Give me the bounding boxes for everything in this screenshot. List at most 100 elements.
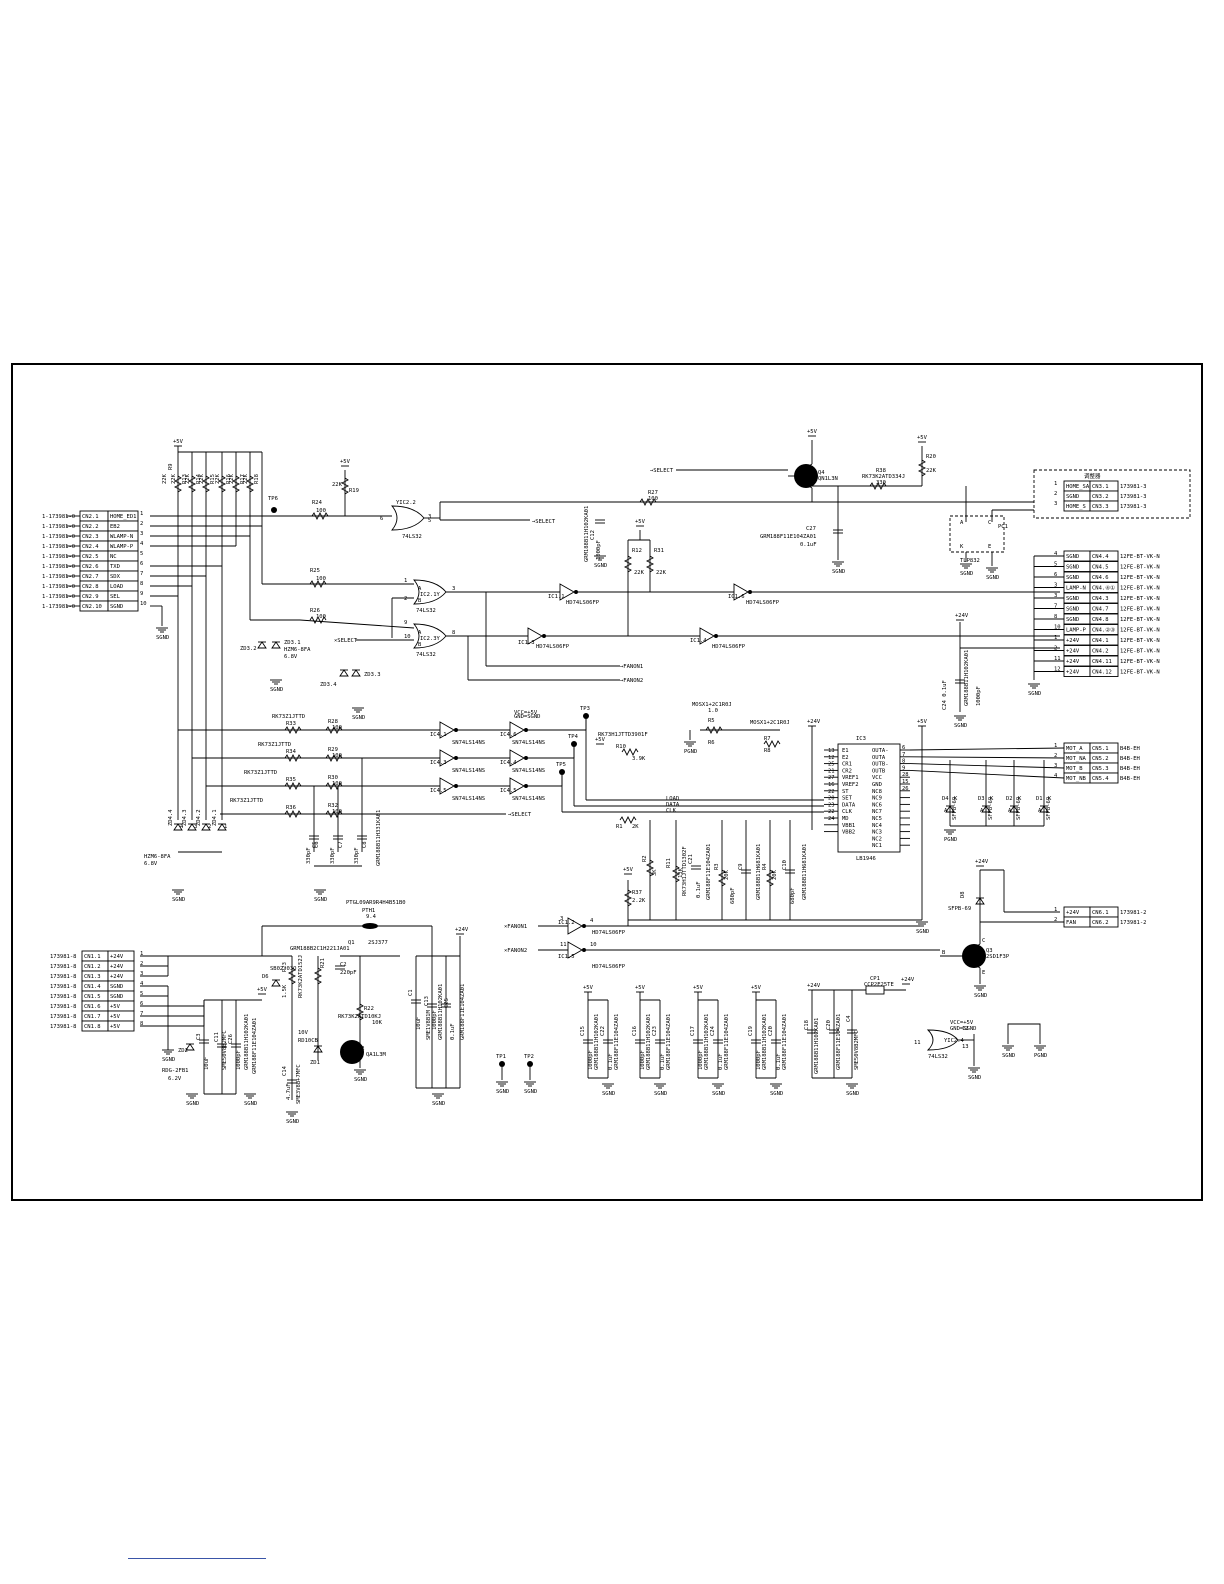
cn4-pin-cell [1089, 655, 1119, 667]
resistor-symbol [201, 475, 211, 493]
cap-ref: C19 [748, 1026, 754, 1036]
label: →FANON1 [620, 664, 643, 670]
q1-part: 2SJ377 [368, 940, 388, 946]
zd1-part: RD10CB [298, 1038, 319, 1044]
ground-label: SGND [986, 575, 999, 581]
zd-ref: ZD4.4 [168, 809, 174, 826]
label: YIC2.4 [944, 1038, 965, 1044]
ic3-pin-right: NC8 [872, 789, 882, 795]
label: 6.8V [144, 861, 158, 867]
label: K [960, 544, 964, 550]
label: 74LS32 [416, 652, 436, 658]
resistor-ref: R36 [286, 805, 296, 811]
resistor-symbol [284, 725, 302, 735]
cn2-pin-label: CN2.5 [82, 554, 99, 560]
label: ZD3.3 [364, 672, 381, 678]
cn4-signal-label: +24V [1066, 670, 1080, 676]
cn5-part-label: B4B-EH [1120, 756, 1140, 762]
label: 100 [316, 508, 326, 514]
ground-label: SGND [954, 723, 967, 729]
supply-label: +5V [693, 985, 704, 991]
resistor-part: RK73Z1JTTD [272, 714, 305, 720]
diode-symbol [313, 1045, 323, 1053]
tp-label: TP2 [524, 1054, 534, 1060]
ground-label: SGND [832, 569, 845, 575]
label: ZD3.1 [284, 640, 301, 646]
cn6-pin-label: CN6.1 [1092, 910, 1109, 916]
cn2-part-label: 1-173981-0 [42, 584, 75, 590]
pin-number: 9 [140, 591, 143, 597]
ic3-pin-num: 15 [902, 779, 909, 785]
power-section: PTGL09AR9R4H4B51B0PTH19.4GRM188B2C1H221J… [261, 900, 469, 1125]
pin-number: 2 [1054, 917, 1057, 923]
cn1-signal-label: SGND [110, 984, 123, 990]
ic3-pin-right: GND [872, 782, 882, 788]
cn2-pin-label: CN2.7 [82, 574, 99, 580]
motor-wire [909, 756, 1065, 759]
label: IC1.5 [558, 954, 575, 960]
c: 680pF [730, 887, 736, 904]
diode-ref: D2 [1006, 796, 1013, 802]
diode-symbol [1039, 805, 1049, 813]
cn3-part-label: 173981-3 [1120, 504, 1147, 510]
cn4-pin-cell [1089, 571, 1119, 583]
cn6-pin-label: CN6.2 [1092, 920, 1109, 926]
resistor-ref: R18 [254, 474, 260, 484]
ground-label: PGND [944, 837, 957, 843]
ground-label: PGND [684, 749, 697, 755]
resistor-part: RK73Z1JTTD [244, 770, 277, 776]
pin-number: 3 [1054, 583, 1057, 589]
label: R37 [632, 890, 642, 896]
diode-symbol [201, 823, 211, 831]
diode-symbol [981, 805, 991, 813]
cn1-part-label: 173981-8 [50, 984, 77, 990]
ic3-pin-right: OUTB [872, 768, 886, 774]
cn2-signal-label: EB2 [110, 524, 120, 530]
transistor-q3 [940, 869, 1060, 984]
ic3-pin-left: VBB1 [842, 823, 855, 829]
cap-ref: C22 [600, 1026, 606, 1036]
cn2-pin-label: CN2.6 [82, 564, 99, 570]
pin-number: 7 [1054, 604, 1057, 610]
cap-value: 330pF [354, 847, 360, 864]
inverter-bubble [454, 756, 458, 760]
q2-part: QA1L3M [366, 1052, 387, 1058]
ground-label: SGND [352, 715, 365, 721]
label: 12 [962, 1026, 969, 1032]
cap-part: GRM188B11H102KA01 [584, 506, 590, 562]
cap-part: GRM188B11H102KA01 [704, 1014, 710, 1070]
label: 2.2K [632, 898, 646, 904]
label: 22K [656, 570, 667, 576]
label: QN1L3N [818, 476, 838, 482]
cn4-signal-label: SGND [1066, 565, 1079, 571]
footer-rule [128, 1558, 266, 1559]
cn4-pin-label: CN4.④① [1092, 585, 1115, 592]
inverter-bubble [524, 756, 528, 760]
resistor-symbol [621, 747, 639, 757]
transistor-q4 [676, 440, 923, 560]
diode-symbol [351, 669, 361, 677]
cn5-pin-label: CN5.2 [1092, 756, 1109, 762]
cn2-part-label: 1-173981-0 [42, 574, 75, 580]
cn4-signal-label: +24V [1066, 659, 1080, 665]
motor-wire [909, 747, 1065, 751]
d6-ref: D6 [262, 974, 269, 980]
ground-label: SGND [960, 571, 973, 577]
cn1-part-label: 173981-8 [50, 974, 77, 980]
label: R25 [310, 568, 320, 574]
ic3-pin-num: 23 [828, 802, 835, 808]
cap-part: GRM188B11H102KA01 [762, 1014, 768, 1070]
ic3-pin-left: E2 [842, 755, 849, 761]
cn1-signal-label: +24V [110, 964, 124, 970]
label: MOSX1+2C1R0J [692, 702, 732, 708]
ic3-pin-right: NC9 [872, 796, 882, 802]
cp1-ref: CP1 [870, 976, 880, 982]
ground-label: SGND [270, 687, 283, 693]
cap-ref: C18 [804, 1020, 810, 1030]
cn4-part-label: 12FE-BT-VK-N [1120, 575, 1160, 581]
zd1-ref: ZD1 [310, 1060, 320, 1066]
pin-number: 6 [1054, 572, 1057, 578]
